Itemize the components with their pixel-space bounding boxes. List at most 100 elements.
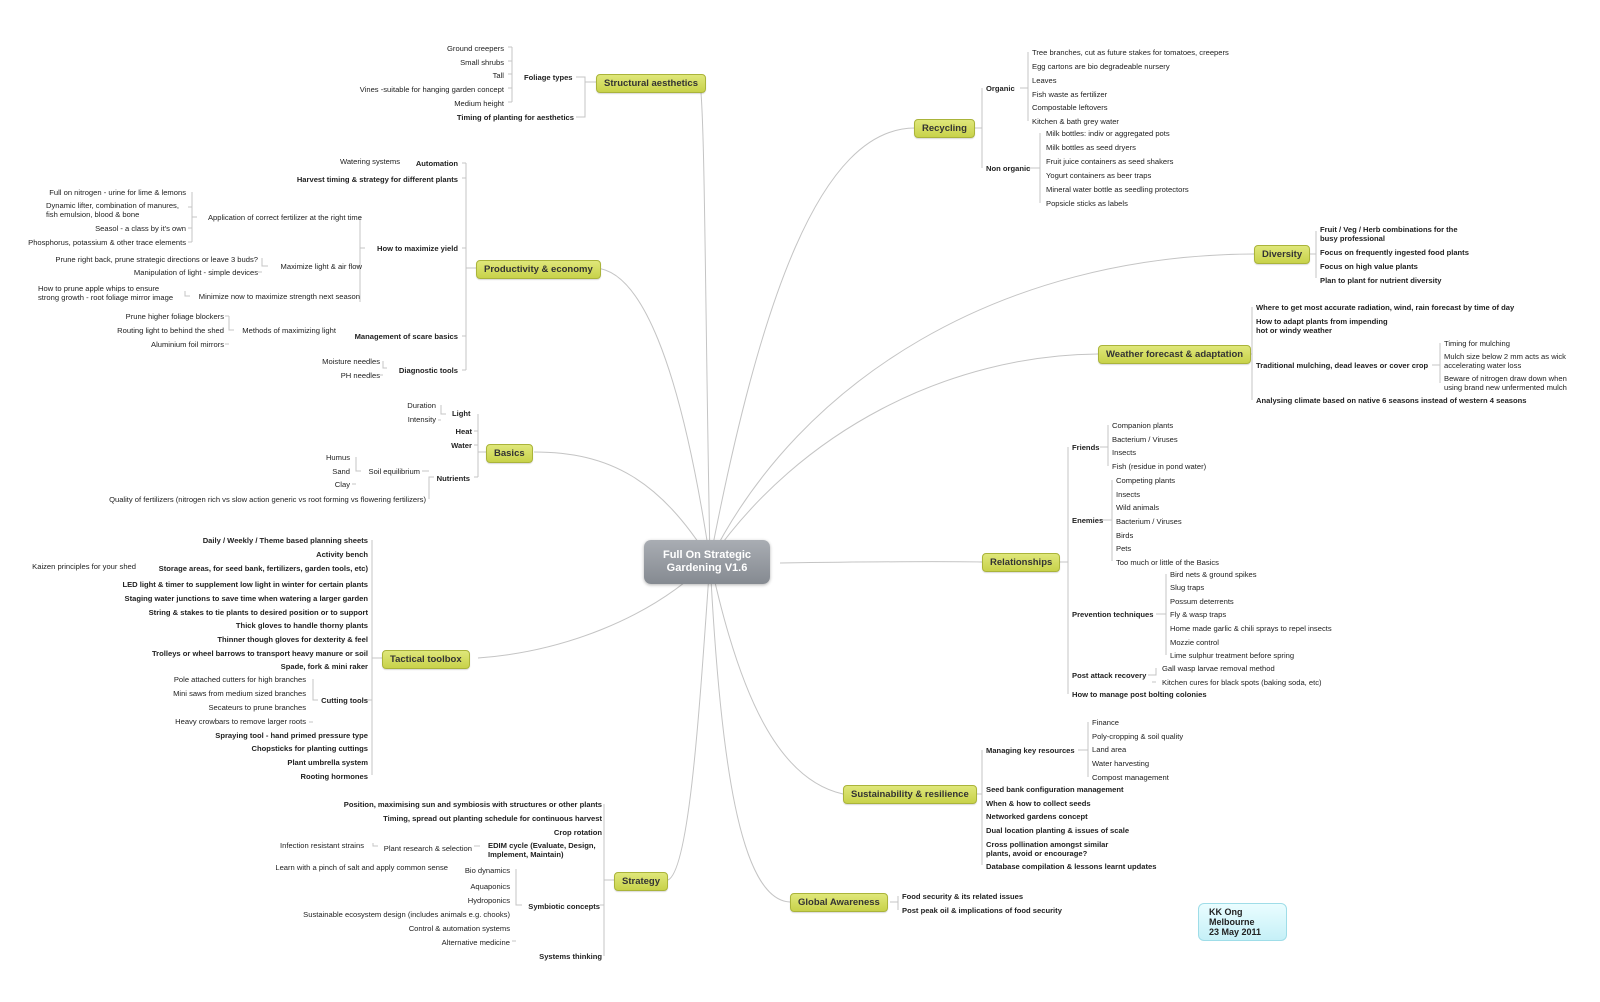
node-sym-item[interactable]: Alternative medicine [441,938,510,947]
node-kaizen[interactable]: Kaizen principles for your shed [32,562,136,571]
node-enemies-item[interactable]: Competing plants [1116,476,1176,485]
node-fert-item[interactable]: Full on nitrogen - urine for lime & lemo… [49,188,186,197]
node-native-seasons[interactable]: Analysing climate based on native 6 seas… [1256,396,1527,405]
node-organic-item[interactable]: Tree branches, cut as future stakes for … [1032,48,1229,57]
node-strategy-item[interactable]: Timing, spread out planting schedule for… [383,814,602,823]
node-nonorganic-item[interactable]: Yogurt containers as beer traps [1046,171,1152,180]
node-soil-item[interactable]: Sand [332,467,350,476]
node-tactical-item[interactable]: LED light & timer to supplement low ligh… [122,580,368,589]
node-systems-thinking[interactable]: Systems thinking [539,952,602,961]
topic-recycling[interactable]: Recycling [914,119,975,138]
node-cutting-item[interactable]: Mini saws from medium sized branches [173,689,306,698]
topic-basics[interactable]: Basics [486,444,533,463]
node-light-item[interactable]: Duration [407,401,436,410]
node-tactical-item[interactable]: Thinner though gloves for dexterity & fe… [217,635,368,644]
node-water[interactable]: Water [451,441,472,450]
node-foliage-item[interactable]: Medium height [454,99,504,108]
node-enemies-item[interactable]: Wild animals [1116,503,1160,512]
node-timing-aesthetics[interactable]: Timing of planting for aesthetics [456,113,574,122]
node-mulch-item[interactable]: Beware of nitrogen draw down when [1444,374,1567,383]
topic-tactical-toolbox[interactable]: Tactical toolbox [382,650,470,669]
node-global-item[interactable]: Post peak oil & implications of food sec… [902,906,1062,915]
node-cutting-item[interactable]: Heavy crowbars to remove larger roots [175,717,306,726]
node-managing-item[interactable]: Compost management [1092,773,1169,782]
node-post-bolting[interactable]: How to manage post bolting colonies [1072,690,1207,699]
topic-sustainability[interactable]: Sustainability & resilience [843,785,977,804]
node-mulch-item[interactable]: Mulch size below 2 mm acts as wick [1444,352,1566,361]
topic-structural-aesthetics[interactable]: Structural aesthetics [596,74,706,93]
node-light-item[interactable]: Intensity [407,415,436,424]
node-managing-item[interactable]: Land area [1092,745,1127,754]
node-foliage-types[interactable]: Foliage types [524,73,573,82]
node-sustain-item[interactable]: Dual location planting & issues of scale [986,826,1130,835]
node-automation[interactable]: Automation [415,159,458,168]
node-enemies[interactable]: Enemies [1072,516,1104,525]
node-light-item[interactable]: Prune right back, prune strategic direct… [55,255,258,264]
node-nutrients[interactable]: Nutrients [436,474,470,483]
node-diversity-item[interactable]: Fruit / Veg / Herb combinations for the [1320,225,1458,234]
node-symbiotic[interactable]: Symbiotic concepts [528,902,600,911]
node-sustain-item[interactable]: Seed bank configuration management [986,785,1124,794]
node-foliage-item[interactable]: Small shrubs [460,58,504,67]
node-traditional-mulching[interactable]: Traditional mulching, dead leaves or cov… [1256,361,1429,370]
node-maximize-light[interactable]: Maximize light & air flow [280,262,362,271]
node-friends-item[interactable]: Bacterium / Viruses [1112,435,1178,444]
node-tactical-item[interactable]: Daily / Weekly / Theme based planning sh… [202,536,368,545]
node-strategy-item[interactable]: Crop rotation [553,828,602,837]
node-minimize-now[interactable]: Minimize now to maximize strength next s… [198,292,360,301]
node-tactical-item[interactable]: Rooting hormones [300,772,369,781]
node-fert-item[interactable]: Seasol - a class by it's own [95,224,186,233]
node-friends-item[interactable]: Insects [1112,448,1137,457]
node-diversity-item[interactable]: Focus on frequently ingested food plants [1320,248,1469,257]
node-plant-research[interactable]: Plant research & selection [383,844,472,853]
node-tactical-item[interactable]: String & stakes to tie plants to desired… [148,608,368,617]
node-minimize-item[interactable]: How to prune apple whips to ensure [38,284,160,293]
node-diversity-item[interactable]: Plan to plant for nutrient diversity [1320,276,1442,285]
node-edim-line1[interactable]: EDIM cycle (Evaluate, Design, [488,841,596,850]
node-methods-item[interactable]: Prune higher foliage blockers [125,312,224,321]
node-minimize-item[interactable]: strong growth - root foliage mirror imag… [38,293,174,302]
node-sustain-item[interactable]: Networked gardens concept [986,812,1088,821]
node-nonorganic-item[interactable]: Milk bottles: indiv or aggregated pots [1046,129,1170,138]
node-tactical-item[interactable]: Trolleys or wheel barrows to transport h… [151,649,368,658]
node-nonorganic-item[interactable]: Fruit juice containers as seed shakers [1046,157,1174,166]
node-heat[interactable]: Heat [455,427,472,436]
node-sym-item[interactable]: Bio dynamics [464,866,510,875]
topic-relationships[interactable]: Relationships [982,553,1061,572]
node-mulch-item[interactable]: using brand new unfermented mulch [1444,383,1567,392]
node-organic-item[interactable]: Egg cartons are bio degradeable nursery [1032,62,1170,71]
topic-global-awareness[interactable]: Global Awareness [790,893,888,912]
node-organic-item[interactable]: Compostable leftovers [1032,103,1108,112]
node-prevention-item[interactable]: Slug traps [1170,583,1205,592]
node-cutting-item[interactable]: Secateurs to prune branches [208,703,306,712]
node-post-attack[interactable]: Post attack recovery [1072,671,1147,680]
node-harvest-timing[interactable]: Harvest timing & strategy for different … [296,175,458,184]
node-post-item[interactable]: Gall wasp larvae removal method [1162,664,1275,673]
node-mulch-item[interactable]: accelerating water loss [1444,361,1522,370]
node-cutting-item[interactable]: Pole attached cutters for high branches [173,675,306,684]
node-adapt-line1[interactable]: How to adapt plants from impending [1256,317,1388,326]
node-light[interactable]: Light [452,409,471,418]
node-cutting-tools[interactable]: Cutting tools [321,696,368,705]
topic-weather-forecast[interactable]: Weather forecast & adaptation [1098,345,1252,364]
node-sym-item[interactable]: Aquaponics [470,882,510,891]
node-managing-item[interactable]: Poly-cropping & soil quality [1092,732,1184,741]
node-prevention[interactable]: Prevention techniques [1072,610,1154,619]
node-sym-item[interactable]: Hydroponics [467,896,510,905]
node-methods-item[interactable]: Aluminium foil mirrors [151,340,224,349]
node-foliage-item[interactable]: Ground creepers [447,44,504,53]
node-diversity-item[interactable]: busy professional [1320,234,1385,243]
node-methods-item[interactable]: Routing light to behind the shed [117,326,224,335]
node-nonorganic-item[interactable]: Popsicle sticks as labels [1046,199,1128,208]
node-diversity-item[interactable]: Focus on high value plants [1320,262,1418,271]
node-pinch-of-salt[interactable]: Learn with a pinch of salt and apply com… [275,863,448,872]
node-managing-resources[interactable]: Managing key resources [986,746,1075,755]
node-database-compilation[interactable]: Database compilation & lessons learnt up… [986,862,1157,871]
node-mulch-item[interactable]: Timing for mulching [1444,339,1510,348]
node-soil-item[interactable]: Clay [334,480,350,489]
node-global-item[interactable]: Food security & its related issues [902,892,1024,901]
node-tactical-item[interactable]: Staging water junctions to save time whe… [124,594,368,603]
node-organic-item[interactable]: Fish waste as fertilizer [1032,90,1108,99]
node-managing-item[interactable]: Finance [1092,718,1120,727]
node-friends-item[interactable]: Fish (residue in pond water) [1112,462,1207,471]
